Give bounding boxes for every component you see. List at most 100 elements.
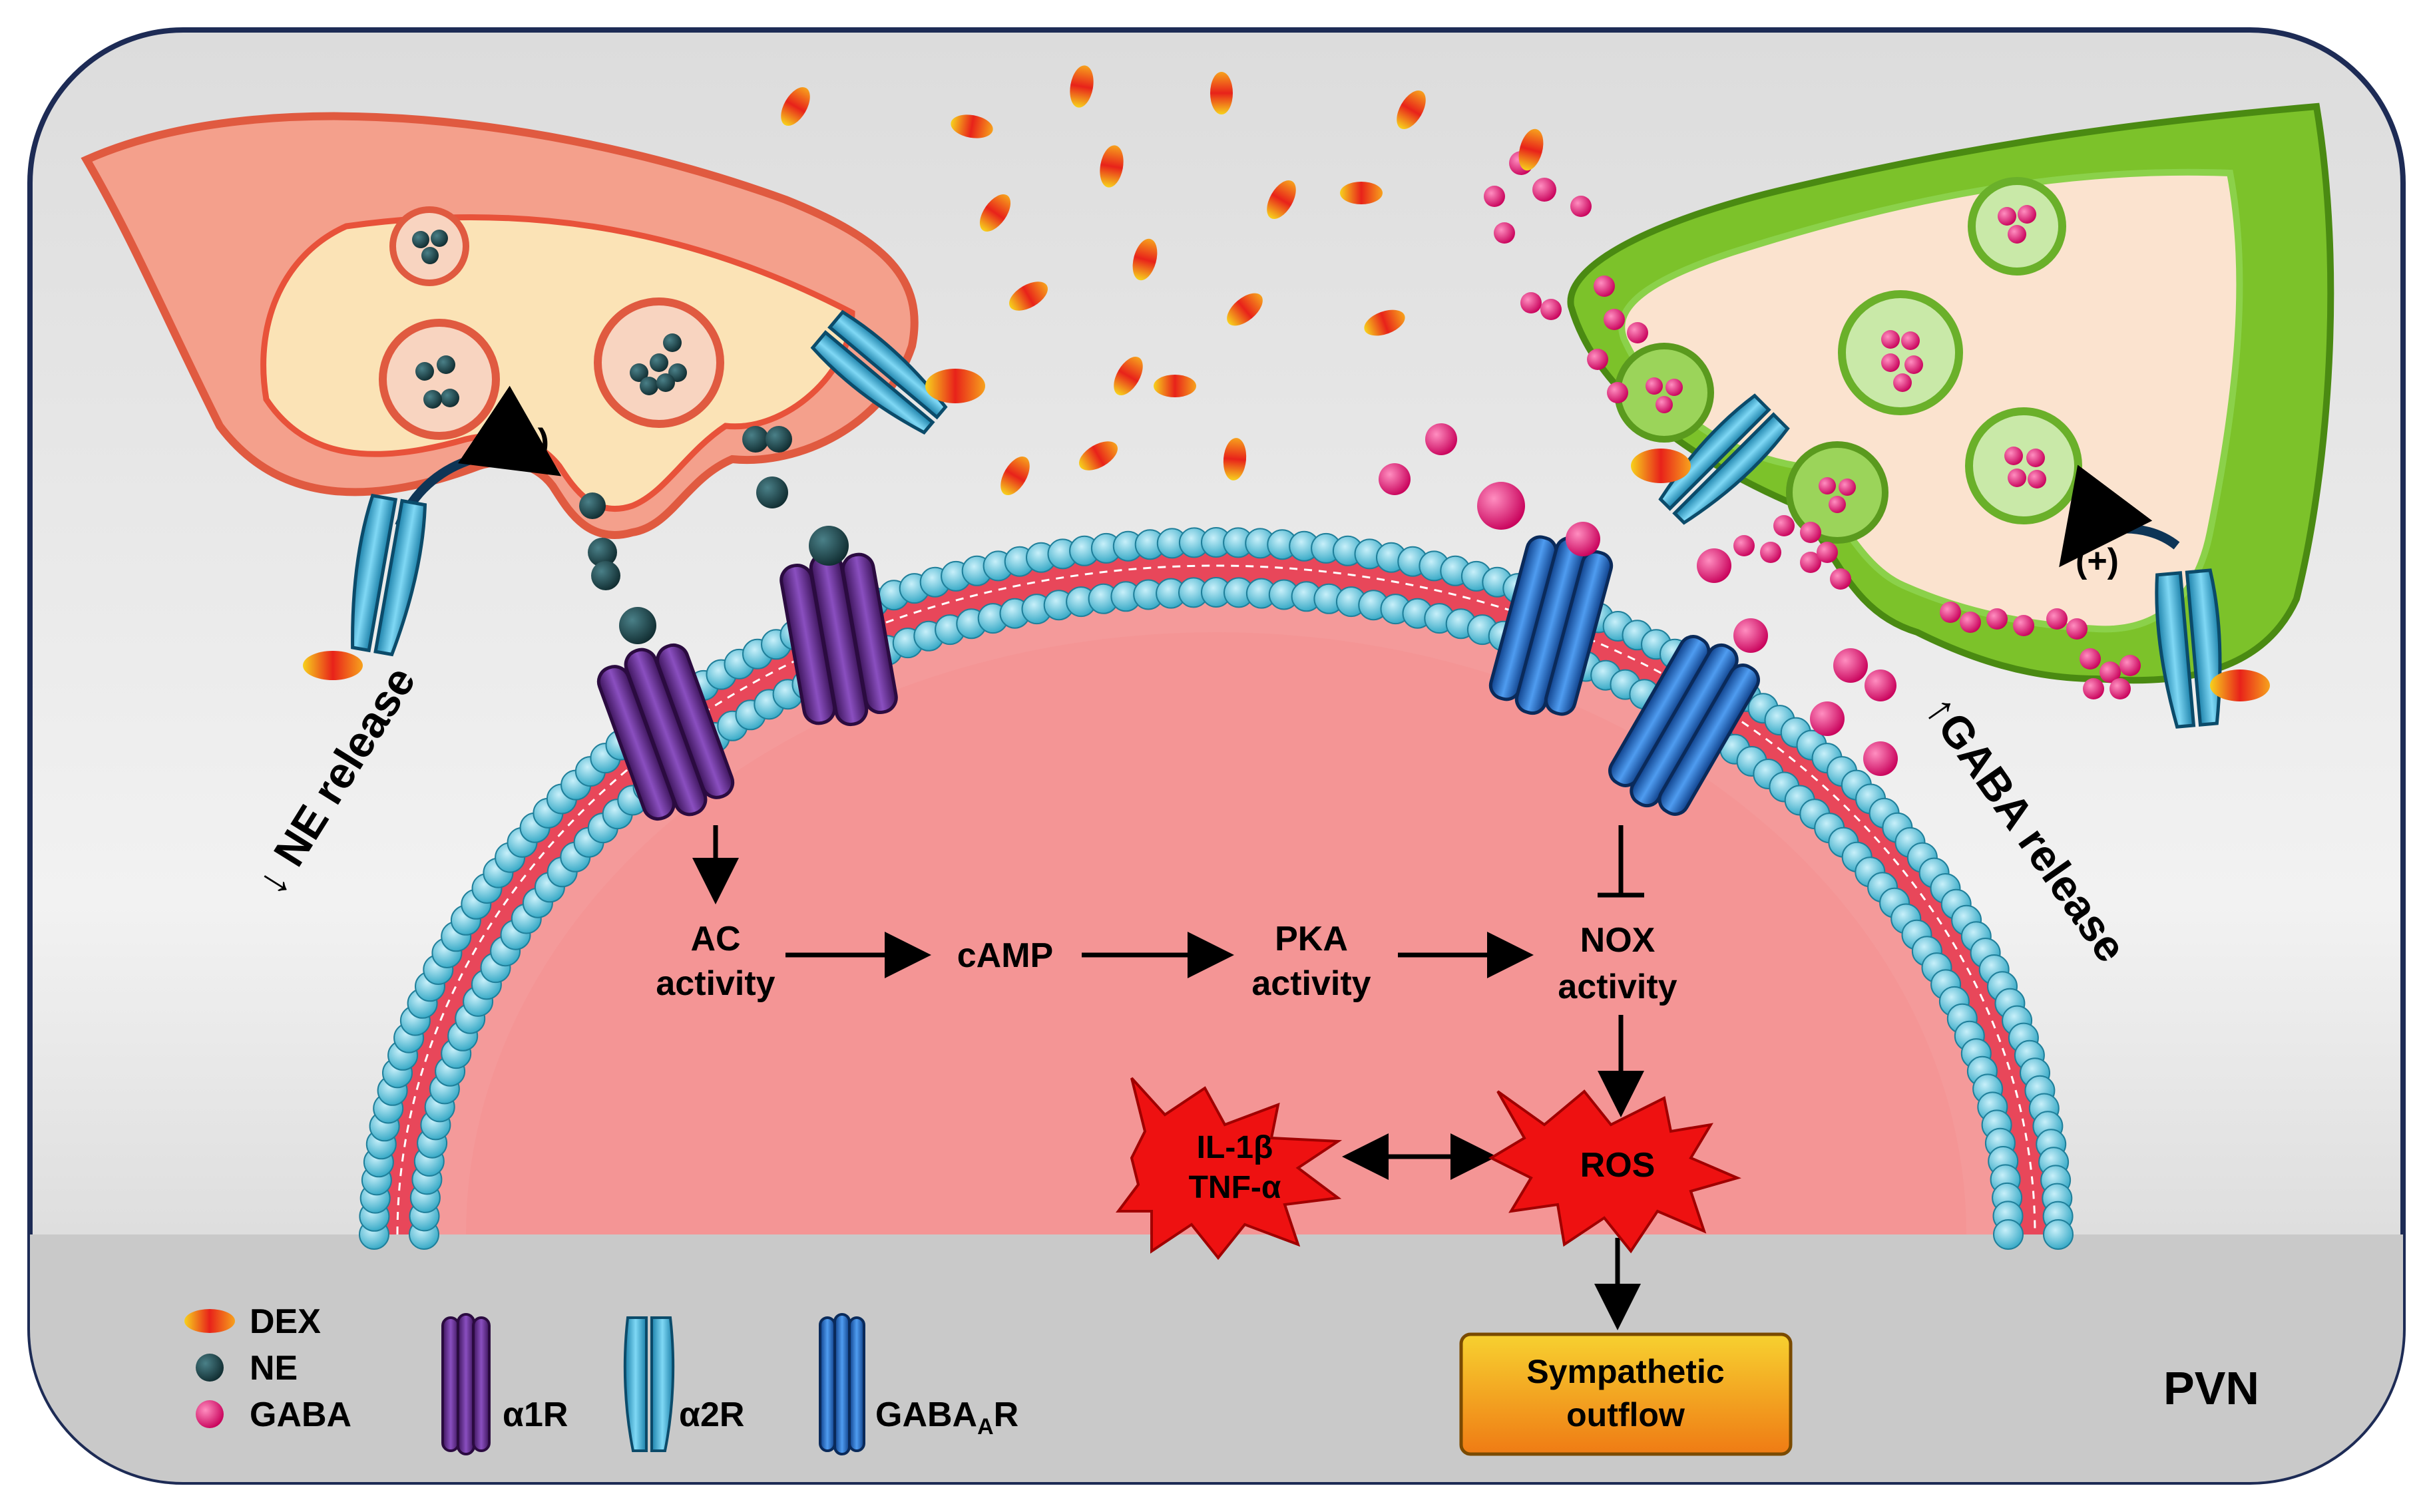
gaba-molecule	[1425, 423, 1457, 455]
sympathetic-outflow-label-2: outflow	[1566, 1396, 1685, 1433]
gaba-molecule	[1587, 349, 1608, 370]
gaba-molecule	[1607, 382, 1628, 403]
gaba-molecule	[1594, 276, 1615, 297]
gaba-presynaptic-terminal: (+)	[1567, 102, 2334, 684]
alpha2-receptor	[810, 309, 948, 435]
cytokine-burst	[1116, 1077, 1343, 1260]
gaba-vesicle	[1968, 177, 2066, 276]
gaba-molecule	[1379, 463, 1411, 495]
dex-molecule	[1009, 282, 1048, 311]
gaba-molecule	[1494, 222, 1515, 244]
ne-molecule	[742, 426, 769, 453]
gaba-molecule	[1810, 701, 1845, 736]
gaba-molecule	[1520, 292, 1542, 313]
gaba-molecule	[1540, 299, 1562, 320]
gaba-molecule	[1733, 618, 1768, 653]
legend-gaba-label: GABA	[250, 1396, 351, 1434]
ne-molecule	[588, 538, 617, 567]
gaba-molecule	[1532, 178, 1556, 202]
lipid-head	[2043, 1219, 2074, 1250]
ne-molecule	[619, 607, 656, 644]
dex-molecule	[2210, 669, 2270, 701]
gaba-molecule	[1604, 309, 1625, 330]
gaba-molecule	[1986, 608, 2008, 630]
gaba-molecule	[2080, 648, 2101, 669]
gaba-vesicle	[1614, 343, 1714, 443]
dex-molecule	[1114, 357, 1143, 395]
gaba-molecule	[1960, 612, 1981, 633]
dex-molecule	[1397, 91, 1426, 129]
positive-feedback-label: (+)	[2076, 542, 2119, 580]
gaba-vesicle	[1786, 441, 1888, 544]
gaba-molecule	[1817, 542, 1838, 563]
nox-activity-label-2: activity	[1558, 968, 1677, 1006]
gaba-molecule	[1940, 602, 1961, 623]
gaba-molecule	[1697, 548, 1731, 583]
legend-gabaar-main: GABA	[875, 1396, 977, 1434]
dex-molecules-cloud	[781, 65, 1544, 495]
lipid-head	[1993, 1219, 2024, 1250]
dex-molecule	[1518, 128, 1544, 171]
il1b-label: IL-1β	[1197, 1130, 1273, 1165]
pka-activity-label-2: activity	[1251, 964, 1371, 1003]
gaba-molecule	[1484, 186, 1505, 207]
gaba-molecule	[1865, 669, 1896, 701]
gaba-molecule	[1477, 482, 1525, 530]
tnfa-label: TNF-α	[1189, 1170, 1281, 1205]
ne-molecule	[809, 526, 849, 566]
dex-molecule	[1132, 238, 1158, 281]
dex-molecule	[1210, 72, 1233, 114]
alpha2-receptor	[1658, 393, 1790, 525]
ne-molecule	[756, 476, 788, 508]
dex-molecule	[1100, 145, 1124, 188]
legend-alpha2-icon	[623, 1316, 675, 1452]
ne-vesicle	[379, 319, 500, 440]
legend-dex-icon	[184, 1309, 235, 1333]
ne-molecule	[591, 561, 620, 590]
gaba-vesicle	[1965, 407, 2082, 524]
legend-gaba-icon	[196, 1400, 224, 1428]
gaba-molecule	[1733, 535, 1755, 556]
legend-gabaar-label: GABAAR	[875, 1396, 1018, 1439]
dex-molecule	[1340, 182, 1383, 204]
dex-molecule	[1364, 309, 1405, 336]
legend-alpha2-label: α2R	[679, 1396, 744, 1434]
gaba-molecule	[2109, 678, 2131, 699]
gaba-molecule	[1800, 552, 1821, 573]
ne-presynaptic-terminal: (−)	[81, 112, 919, 590]
dex-molecule	[1223, 438, 1247, 480]
legend-ne-label: NE	[250, 1349, 298, 1388]
pvn-label: PVN	[2163, 1362, 2259, 1414]
gaba-molecule	[1566, 522, 1600, 556]
dex-molecule	[1070, 65, 1094, 108]
gaba-molecule	[1773, 515, 1795, 536]
dex-molecule	[979, 194, 1011, 232]
dex-molecule	[303, 651, 363, 680]
legend: DEX NE GABA α1R α2R GABAAR	[184, 1302, 1018, 1455]
signaling-arrows	[692, 825, 1644, 1330]
alpha1-receptor	[779, 551, 898, 727]
legend-gabaa-icon	[819, 1313, 865, 1455]
nox-activity-label: NOX	[1580, 921, 1656, 960]
legend-dex-label: DEX	[250, 1302, 321, 1341]
legend-ne-icon	[196, 1354, 224, 1382]
gaba-molecule	[2119, 655, 2141, 676]
gaba-molecule	[2046, 608, 2068, 630]
gabaa-receptor	[1608, 635, 1760, 816]
legend-gabaar-sub: A	[977, 1414, 994, 1439]
legend-gabaar-end: R	[994, 1396, 1019, 1434]
alpha1-receptor	[596, 643, 735, 821]
dex-molecule	[781, 87, 810, 126]
gaba-molecule	[1760, 542, 1781, 563]
ac-activity-label: AC	[690, 920, 740, 958]
gaba-molecule	[1833, 648, 1868, 683]
gaba-molecule	[1627, 322, 1648, 343]
ros-burst	[1488, 1089, 1741, 1254]
ne-molecule	[579, 492, 606, 519]
alpha2-autoreceptor	[351, 493, 427, 657]
gabaa-receptor	[1488, 535, 1614, 716]
gaba-molecule	[1830, 568, 1851, 590]
sympathetic-outflow-box	[1459, 1332, 1793, 1456]
extracellular-floor	[30, 1234, 2403, 1482]
